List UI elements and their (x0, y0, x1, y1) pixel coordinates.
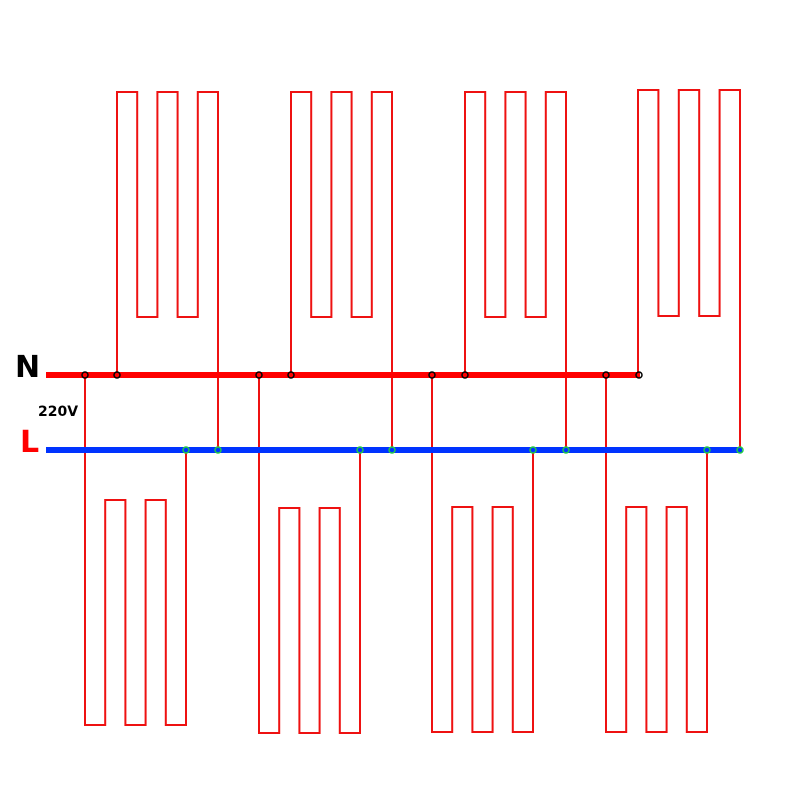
neutral-junction-dot (255, 371, 263, 379)
lower-heater-element-1 (84, 375, 187, 726)
lower-heater-element-3 (431, 375, 534, 733)
live-junction-dot (214, 446, 222, 454)
neutral-junction-dot (81, 371, 89, 379)
neutral-label: N (15, 350, 41, 385)
upper-heater-element-3 (464, 91, 567, 450)
voltage-label: 220V (38, 404, 79, 420)
live-junction-dot (562, 446, 570, 454)
neutral-junction-dot (635, 371, 643, 379)
live-junction-dot (703, 446, 711, 454)
upper-heater-element-2 (290, 91, 393, 450)
neutral-junction-dot (602, 371, 610, 379)
neutral-junction-dot (113, 371, 121, 379)
neutral-junction-dot (287, 371, 295, 379)
neutral-junction-dot (461, 371, 469, 379)
lower-heater-element-4 (605, 375, 708, 733)
upper-heater-element-1 (116, 91, 219, 450)
live-junction-dot (356, 446, 364, 454)
lower-heater-element-2 (258, 375, 361, 734)
live-junction-dot (529, 446, 537, 454)
live-label: L (20, 425, 40, 460)
upper-heater-element-4 (637, 89, 741, 450)
live-junction-dot (736, 446, 744, 454)
live-junction-dot (388, 446, 396, 454)
live-junction-dot (182, 446, 190, 454)
neutral-junction-dot (428, 371, 436, 379)
